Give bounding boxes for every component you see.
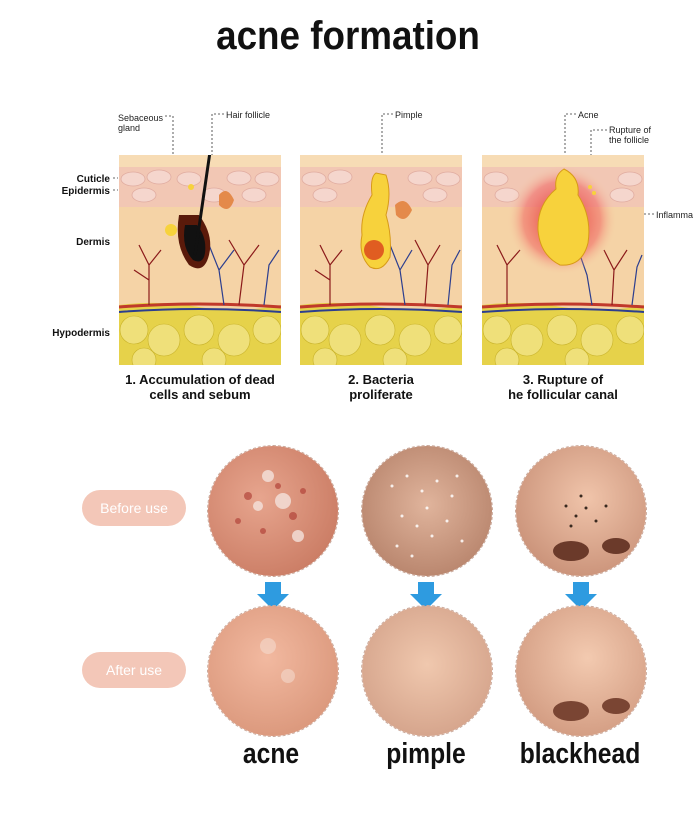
label-rupture: Rupture of the follicle bbox=[609, 125, 652, 145]
label-hair-follicle: Hair follicle bbox=[226, 110, 271, 120]
stage-caption-1: 1. Accumulation of dead cells and sebum bbox=[100, 372, 300, 402]
stage-caption-2-line2: proliferate bbox=[349, 387, 413, 402]
stage-caption-3-line1: 3. Rupture of bbox=[522, 372, 604, 387]
stage-caption-2: 2. Bacteria proliferate bbox=[281, 372, 481, 402]
stage-caption-1-line2: cells and sebum bbox=[149, 387, 251, 402]
diagram-panel-3 bbox=[482, 155, 644, 365]
stage-caption-2-line1: 2. Bacteria bbox=[348, 372, 414, 387]
diagram-panel-2 bbox=[300, 155, 462, 365]
before-blackhead-photo bbox=[515, 445, 647, 577]
condition-label-pimple: pimple bbox=[386, 738, 466, 770]
before-acne-photo bbox=[207, 445, 339, 577]
condition-label-blackhead: blackhead bbox=[519, 738, 641, 770]
label-inflammation: Inflamma bbox=[656, 210, 694, 220]
diagram-panel-1 bbox=[119, 155, 281, 365]
label-acne: Acne bbox=[578, 110, 599, 120]
stage-caption-1-line1: 1. Accumulation of dead bbox=[125, 372, 275, 387]
after-acne-photo bbox=[207, 605, 339, 737]
label-sebaceous-gland: Sebaceous gland bbox=[118, 113, 164, 133]
stage-caption-3-line2: he follicular canal bbox=[508, 387, 618, 402]
layer-label-epidermis: Epidermis bbox=[61, 186, 110, 197]
stage-caption-3: 3. Rupture of he follicular canal bbox=[463, 372, 663, 402]
layer-label-dermis: Dermis bbox=[76, 237, 110, 248]
before-pimple-photo bbox=[361, 445, 493, 577]
arrow-down-icon bbox=[410, 582, 442, 610]
label-pimple: Pimple bbox=[395, 110, 423, 120]
before-use-badge: Before use bbox=[82, 490, 186, 526]
arrow-down-icon bbox=[565, 582, 597, 610]
page-title: acne formation bbox=[216, 14, 480, 58]
condition-label-acne: acne bbox=[242, 738, 300, 770]
after-use-badge: After use bbox=[82, 652, 186, 688]
layer-label-hypodermis: Hypodermis bbox=[52, 328, 110, 339]
arrow-down-icon bbox=[257, 582, 289, 610]
layer-label-cuticle: Cuticle bbox=[76, 174, 110, 185]
after-blackhead-photo bbox=[515, 605, 647, 737]
after-pimple-photo bbox=[361, 605, 493, 737]
